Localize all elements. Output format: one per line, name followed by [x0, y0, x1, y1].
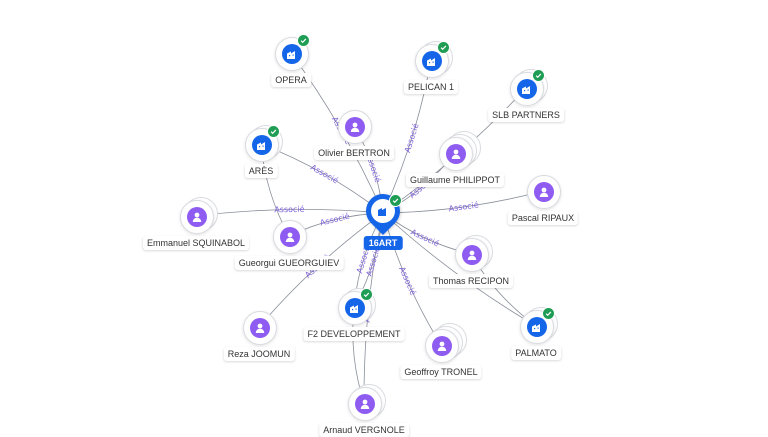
node-circle — [245, 125, 280, 162]
verified-check-icon — [267, 125, 280, 138]
node-circle — [338, 288, 373, 325]
person-icon — [250, 318, 270, 338]
node-circle — [439, 137, 473, 171]
node-circle — [415, 41, 450, 78]
building-icon — [345, 298, 365, 318]
node-label: ARÈS — [244, 164, 278, 178]
node-label: Geoffroy TRONEL — [400, 365, 482, 379]
node-circle — [425, 329, 459, 363]
node-circle — [180, 200, 214, 234]
node-label: PELICAN 1 — [403, 80, 459, 94]
edge-label: Associé — [274, 204, 304, 214]
node-circle — [455, 238, 489, 272]
verified-check-icon — [532, 69, 545, 82]
person-icon — [280, 227, 300, 247]
person-icon — [446, 144, 466, 164]
node-label: Olivier BERTRON — [314, 146, 394, 160]
center-node-label: 16ART — [363, 236, 403, 250]
node-label: SLB PARTNERS — [488, 108, 564, 122]
node-circle — [273, 220, 307, 254]
node-label: Arnaud VERGNOLE — [319, 423, 409, 437]
node-label: Pascal RIPAUX — [507, 211, 579, 225]
verified-check-icon — [389, 194, 402, 207]
person-icon — [534, 182, 554, 202]
edge-label: Associé — [309, 162, 340, 186]
person-icon — [345, 117, 365, 137]
building-icon — [527, 317, 547, 337]
node-label: PALMATO — [511, 346, 561, 360]
edge-line — [382, 212, 537, 327]
verified-check-icon — [360, 288, 373, 301]
verified-check-icon — [297, 34, 310, 47]
building-icon — [422, 51, 442, 71]
verified-check-icon — [542, 307, 555, 320]
edge-label: Associé — [397, 265, 418, 297]
person-icon — [355, 394, 375, 414]
person-icon — [187, 207, 207, 227]
node-circle — [527, 175, 561, 209]
node-circle — [243, 311, 277, 345]
node-label: Guillaume PHILIPPOT — [405, 173, 505, 187]
building-icon — [252, 135, 272, 155]
node-circle — [348, 387, 382, 421]
node-circle — [275, 34, 310, 71]
edge-label: Associé — [409, 227, 441, 249]
node-label: Reza JOOMUN — [223, 347, 295, 361]
node-label: Gueorgui GUEORGUIEV — [234, 256, 344, 270]
building-icon — [371, 199, 395, 223]
edge-label: Associé — [319, 211, 351, 228]
node-label: OPERA — [271, 73, 311, 87]
node-circle — [520, 307, 555, 344]
node-label: Emmanuel SQUINABOL — [142, 236, 250, 250]
person-icon — [462, 245, 482, 265]
edge-line — [382, 190, 544, 214]
node-label: F2 DEVELOPPEMENT — [303, 327, 405, 341]
edge-label: Associé — [448, 199, 479, 213]
verified-check-icon — [437, 41, 450, 54]
node-label: Thomas RECIPON — [428, 274, 514, 288]
node-circle — [338, 110, 372, 144]
person-icon — [432, 336, 452, 356]
building-icon — [282, 44, 302, 64]
node-circle — [510, 69, 545, 106]
edge-label: Associé — [402, 122, 421, 154]
building-icon — [517, 79, 537, 99]
edge-line — [195, 208, 384, 217]
